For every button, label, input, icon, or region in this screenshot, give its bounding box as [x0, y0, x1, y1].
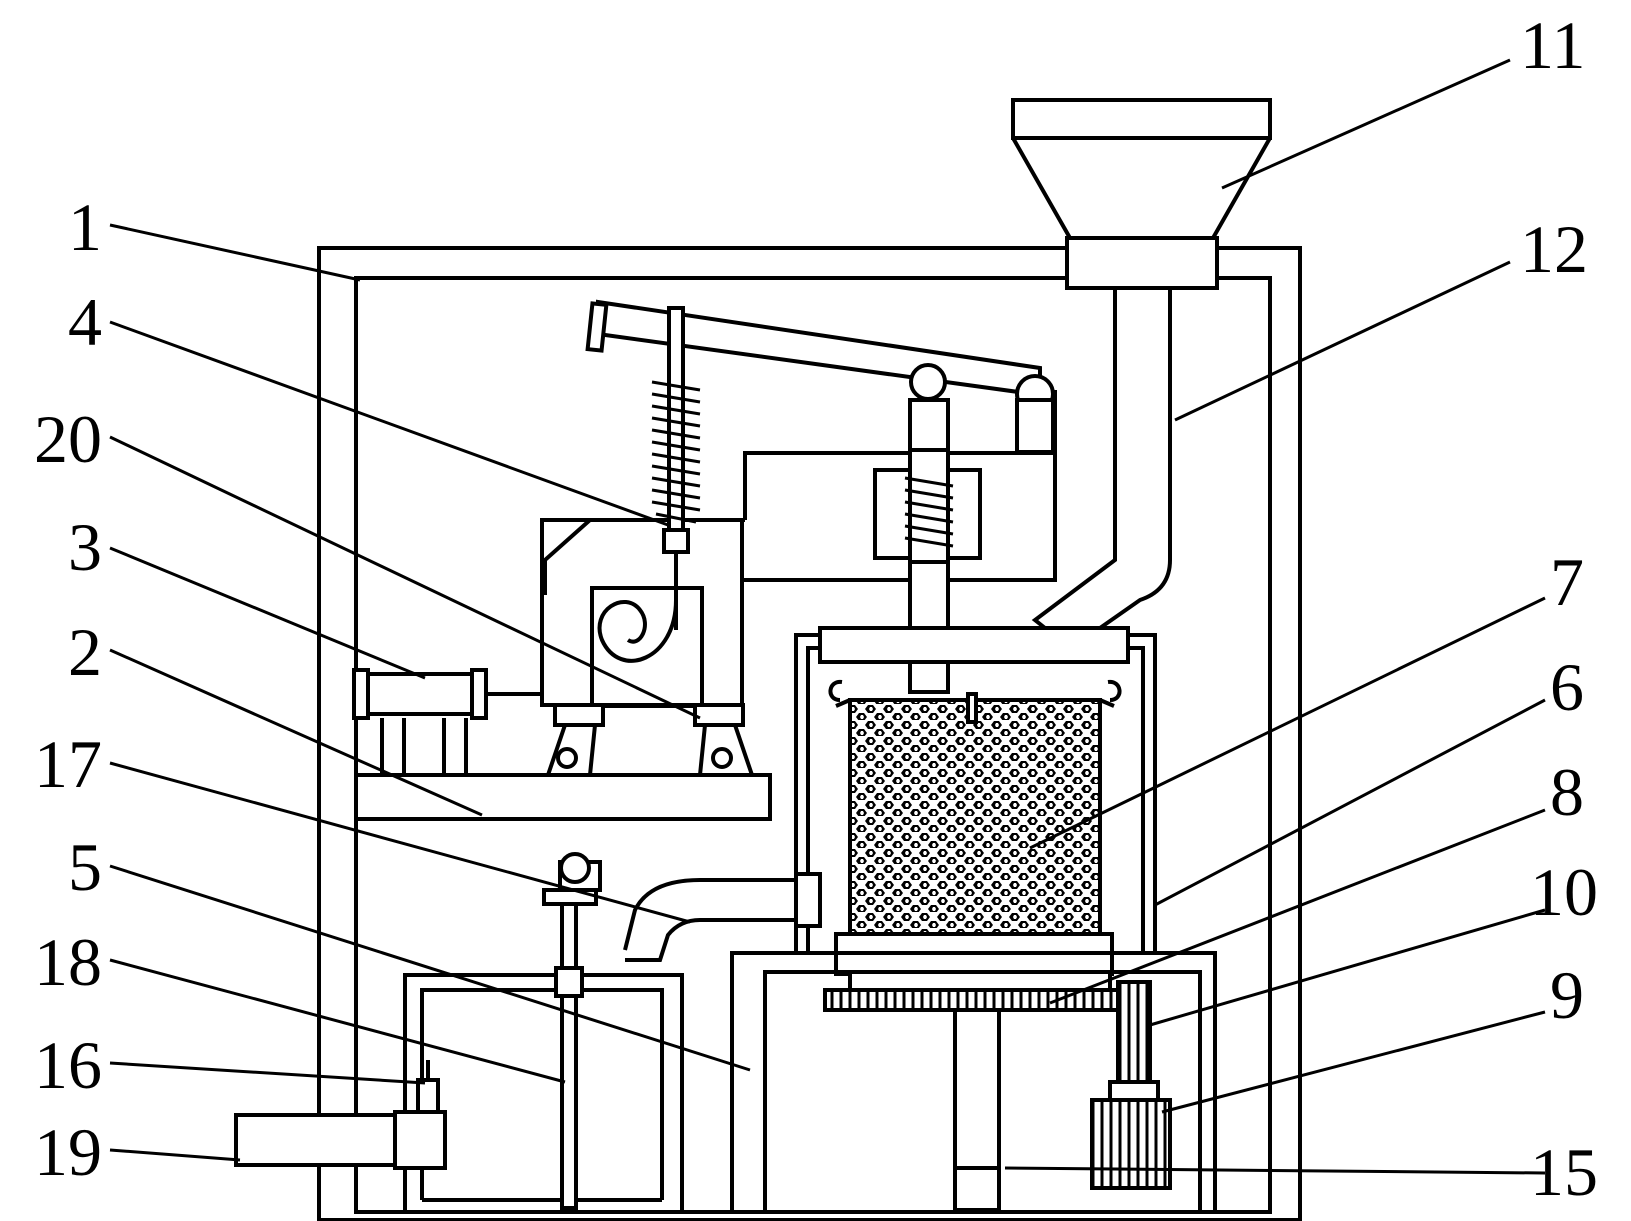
label-17: 17 — [34, 726, 102, 802]
outlet-pipe — [623, 872, 822, 962]
label-8: 8 — [1550, 754, 1584, 830]
transmission-shaft — [1116, 980, 1152, 1084]
water-tank — [403, 973, 684, 1212]
part-labels: 1 4 20 3 2 17 5 18 16 19 11 12 7 6 8 10 … — [34, 7, 1598, 1210]
support-column — [953, 1008, 1001, 1212]
label-10: 10 — [1530, 854, 1598, 930]
feed-pipe — [1031, 288, 1172, 630]
hopper — [1011, 98, 1272, 290]
label-5: 5 — [68, 829, 102, 905]
label-20: 20 — [34, 401, 102, 477]
mesh-basket — [828, 679, 1122, 936]
label-19: 19 — [34, 1114, 102, 1190]
label-12: 12 — [1520, 211, 1588, 287]
label-15: 15 — [1530, 1134, 1598, 1210]
sliding-wheels — [546, 703, 754, 776]
label-1: 1 — [68, 189, 102, 265]
drain-pipe — [234, 1060, 447, 1170]
label-6: 6 — [1550, 649, 1584, 725]
motor — [1090, 1080, 1172, 1190]
label-4: 4 — [68, 284, 102, 360]
label-18: 18 — [34, 924, 102, 1000]
label-16: 16 — [34, 1027, 102, 1103]
label-11: 11 — [1520, 7, 1585, 83]
valve-rod — [542, 852, 602, 1210]
label-9: 9 — [1550, 957, 1584, 1033]
label-2: 2 — [68, 614, 102, 690]
platform — [354, 773, 772, 821]
lever-arm — [585, 299, 1055, 454]
housing — [317, 246, 1302, 1221]
spring-rod — [651, 306, 701, 630]
filter-tank — [794, 626, 1157, 955]
label-7: 7 — [1550, 544, 1584, 620]
cylinder — [352, 668, 542, 775]
spiral-cam — [597, 599, 678, 663]
label-3: 3 — [68, 509, 102, 585]
leader-lines — [109, 58, 1546, 1175]
